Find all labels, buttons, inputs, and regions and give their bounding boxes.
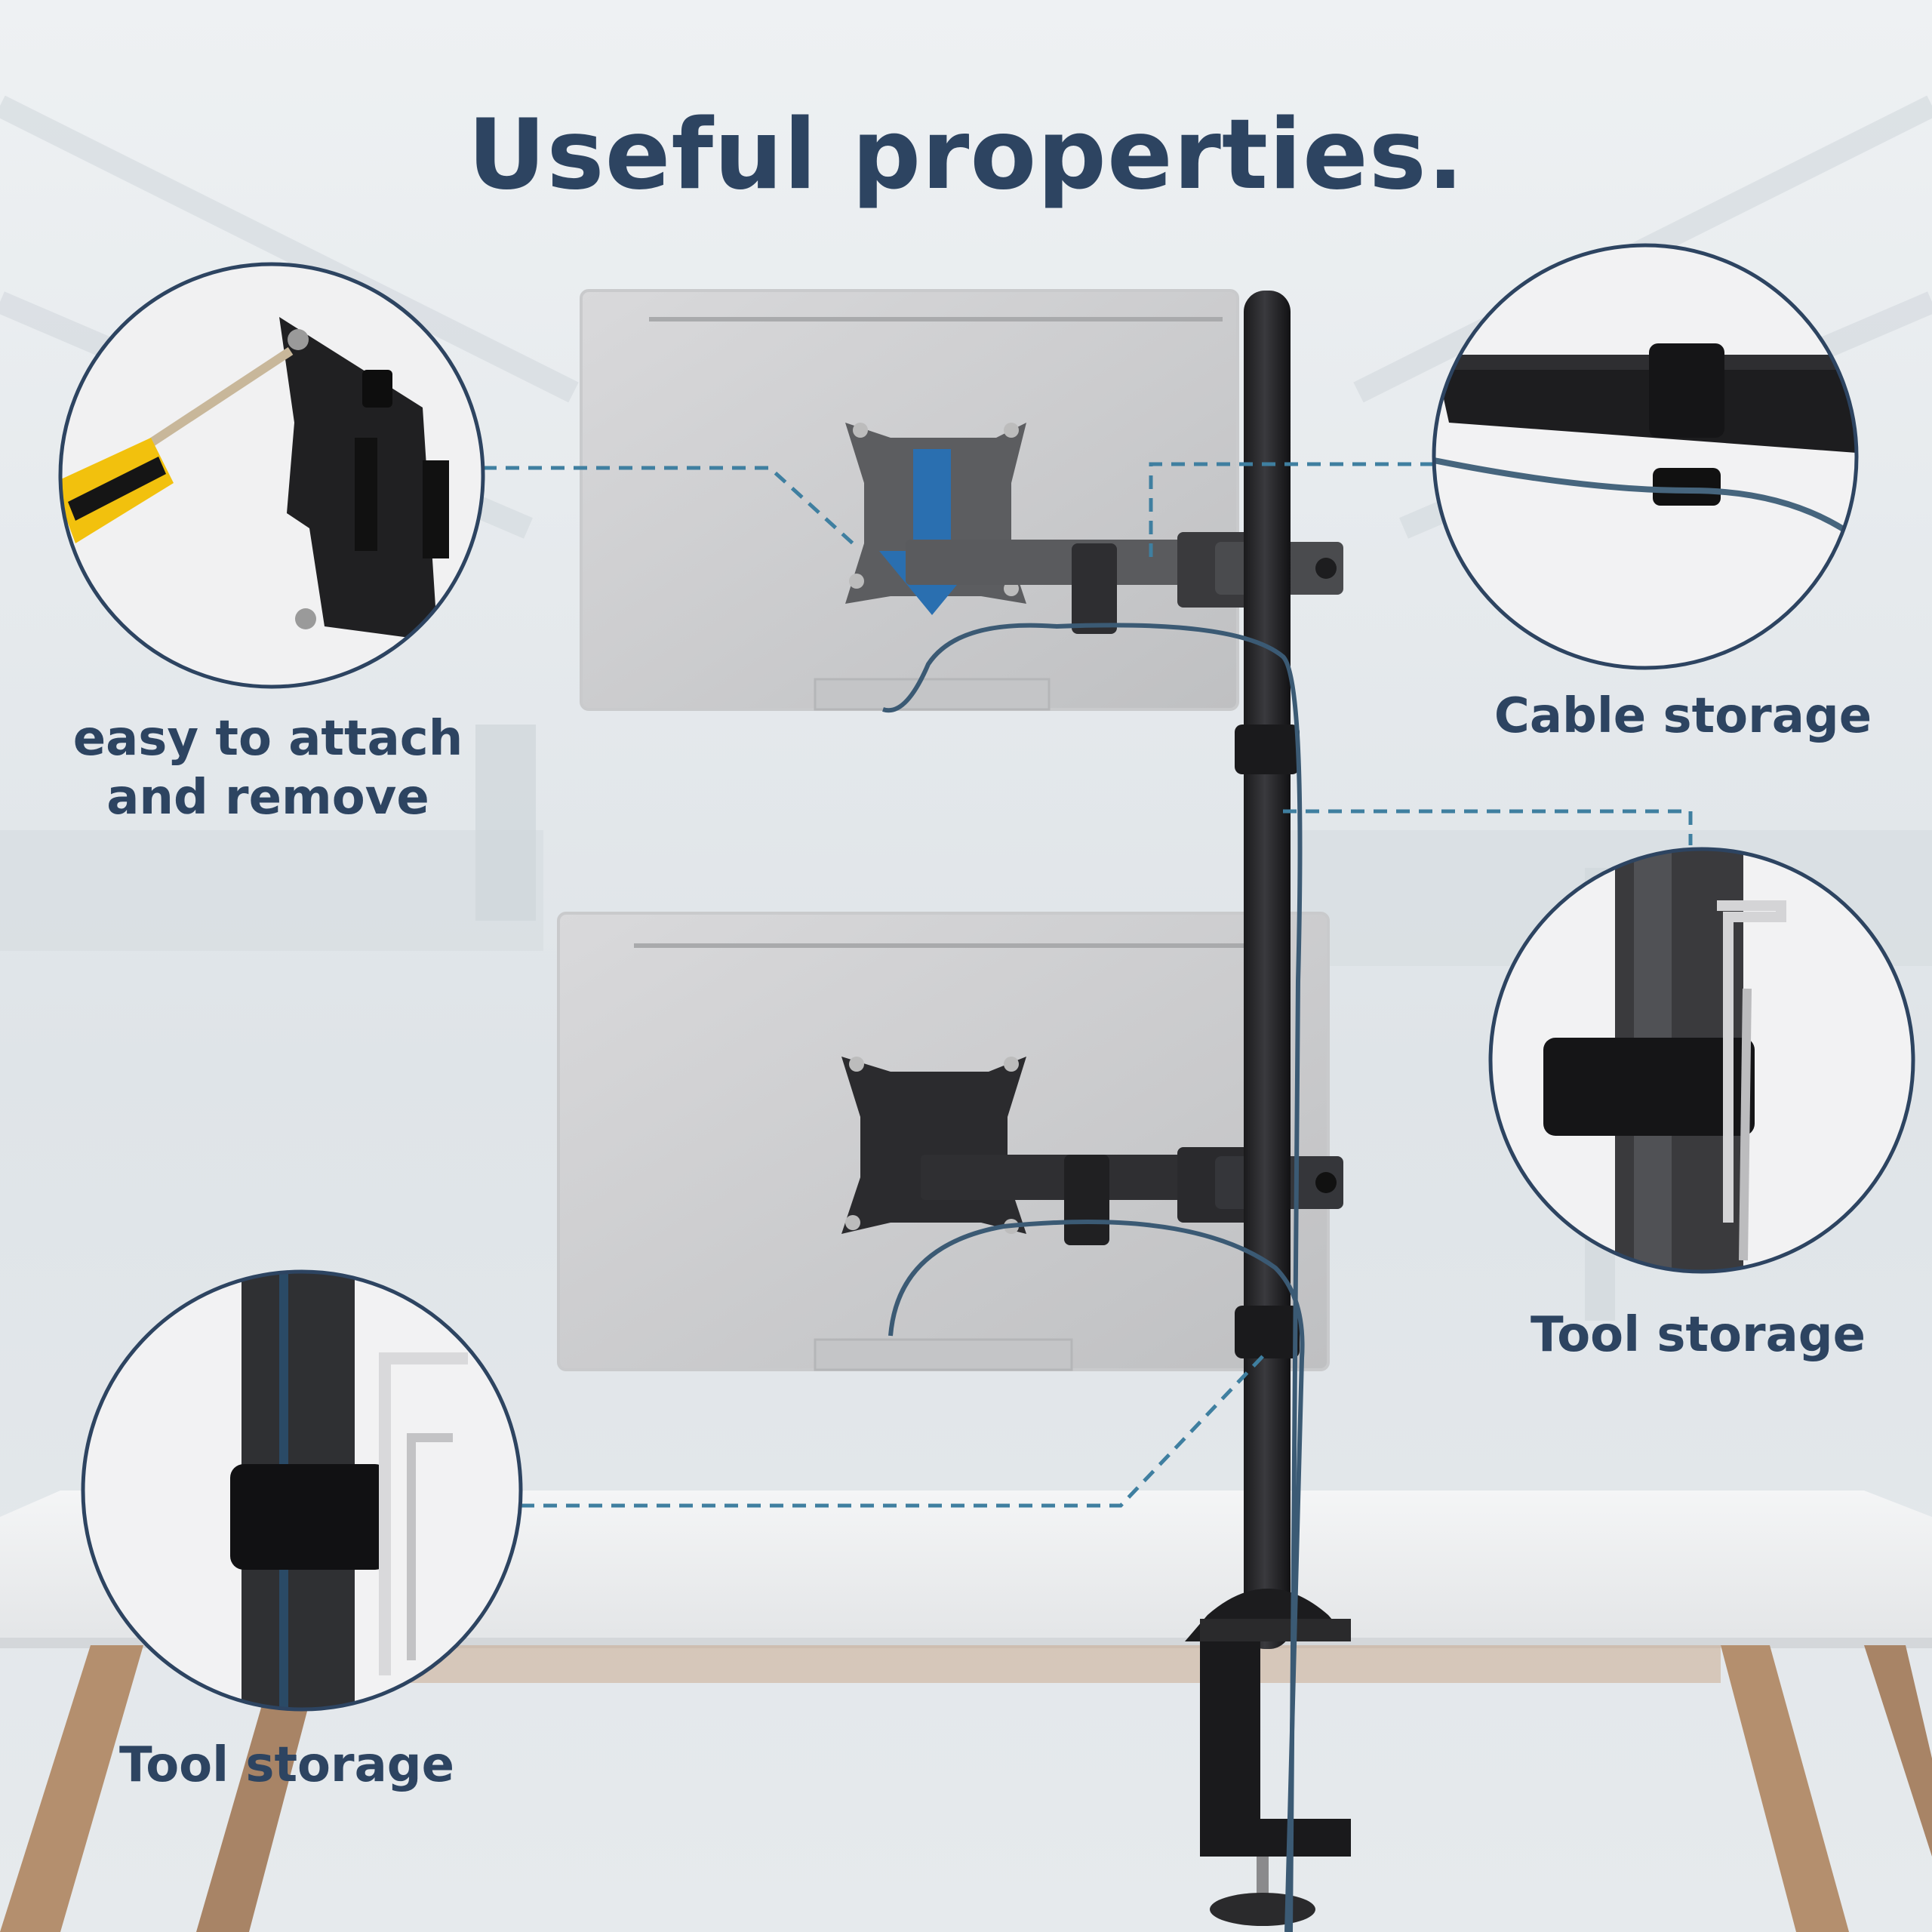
vesa-plate-bottom [841,1057,1026,1234]
bottom-monitor [557,912,1330,1371]
detail-circle-tool-storage-right [1488,847,1915,1274]
page-title: Useful properties. [467,99,1465,211]
top-monitor [580,289,1239,711]
detail-circle-attach [58,262,485,689]
tool-storage-label-left: Tool storage [119,1737,454,1793]
detail-circle-cable-storage [1432,243,1859,670]
cable-storage-label: Cable storage [1494,688,1872,744]
attach-label-line-2: and remove [106,770,429,826]
detail-circle-tool-storage-left [81,1269,523,1712]
attach-label: easy to attach and remove [30,709,506,827]
dashed-leader-lines [483,462,1693,1508]
attach-label-line-1: easy to attach [72,711,463,767]
cables [882,623,1305,1932]
tool-storage-label-right: Tool storage [1531,1307,1866,1363]
